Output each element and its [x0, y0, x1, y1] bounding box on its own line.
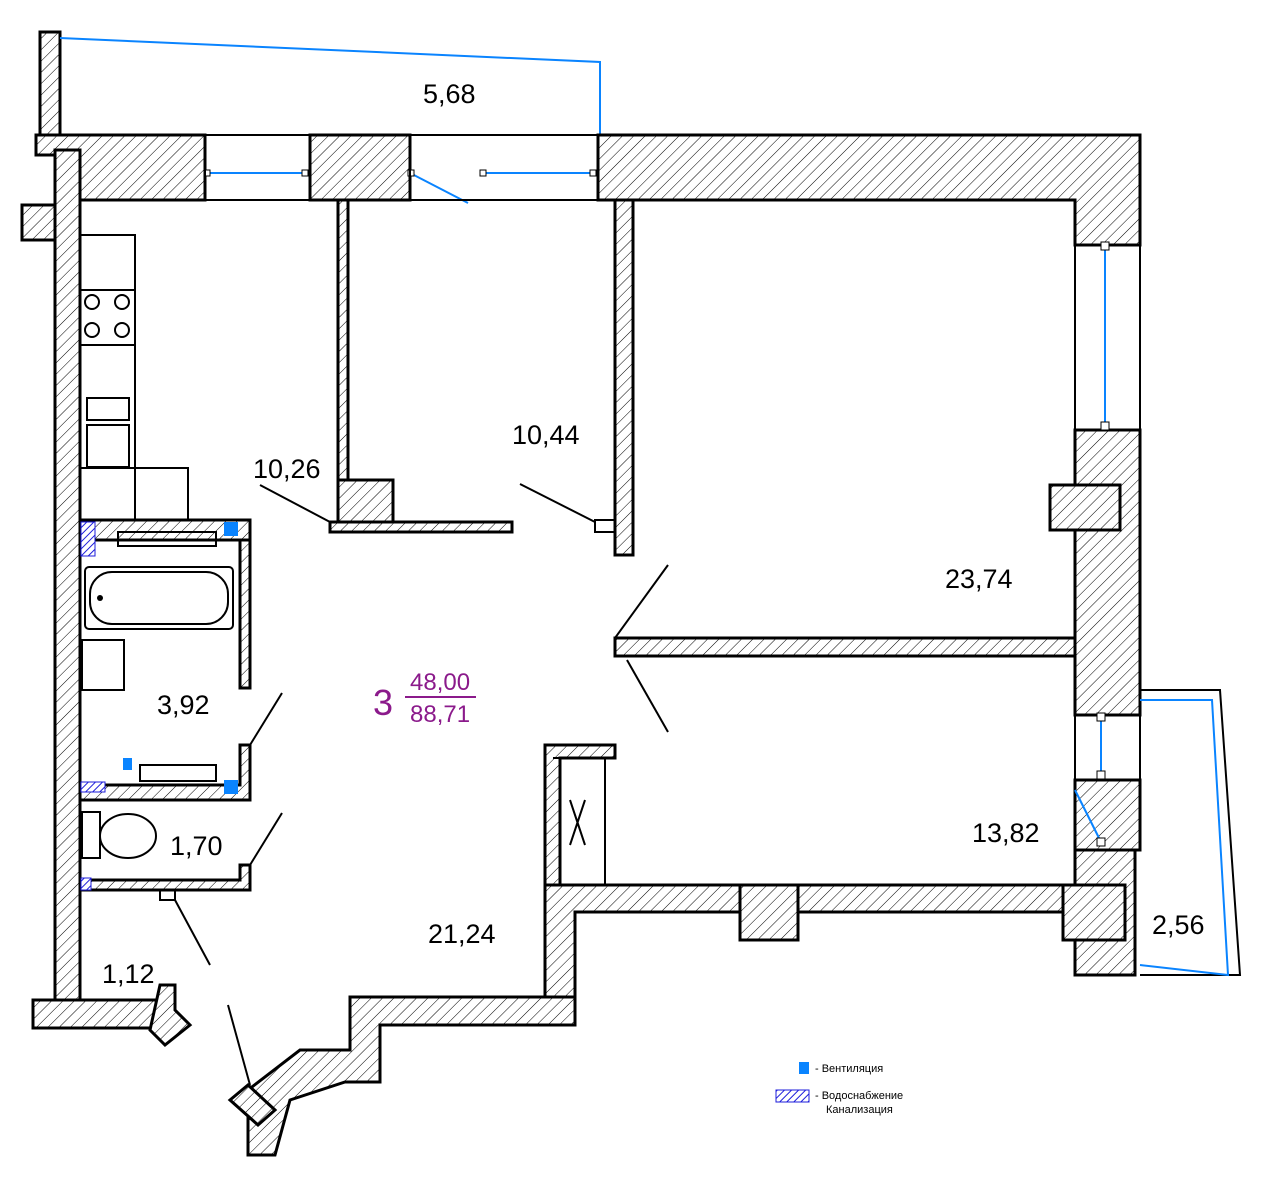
kitchen-units — [79, 234, 189, 521]
water-riser-icon — [80, 781, 106, 793]
apartment-summary: 3 48,00 88,71 — [373, 669, 476, 728]
water-riser-icon — [80, 877, 92, 891]
room-big-area: 23,74 — [945, 564, 1013, 594]
water-legend-icon — [775, 1089, 810, 1103]
balcony-top — [38, 30, 601, 137]
ventilation-legend-icon — [799, 1062, 809, 1074]
doors — [174, 483, 669, 1086]
vent-icon — [224, 522, 238, 536]
bathroom-area: 3,92 — [157, 690, 210, 720]
apartment-total-area: 88,71 — [410, 701, 470, 728]
balcony-right — [1139, 689, 1242, 977]
closet-area: 1,12 — [102, 959, 155, 989]
apartment-rooms-count: 3 — [373, 682, 393, 723]
room-middle-area: 10,44 — [512, 420, 580, 450]
room-left-area: 10,26 — [253, 454, 321, 484]
legend-water-supply: - Водоснабжение — [815, 1090, 903, 1102]
vent-icon — [123, 758, 132, 770]
room-labels: 5,68 10,26 10,44 23,74 3,92 13,82 1,70 2… — [102, 79, 1205, 989]
windows-right — [1074, 241, 1141, 847]
vent-icon — [224, 780, 238, 794]
water-riser-icon — [80, 521, 96, 557]
bathroom-fixtures — [81, 531, 234, 859]
balcony-top-area: 5,68 — [423, 79, 476, 109]
apartment-living-area: 48,00 — [410, 669, 470, 696]
room-small-area: 13,82 — [972, 818, 1040, 848]
water-risers — [80, 521, 106, 891]
outer-walls — [20, 133, 1142, 1157]
toilet-area: 1,70 — [170, 831, 223, 861]
windows-top — [203, 134, 599, 204]
interior-walls — [78, 198, 1077, 901]
balcony-right-area: 2,56 — [1152, 910, 1205, 940]
legend: - Вентиляция - Водоснабжение Канализация — [775, 1062, 903, 1116]
ventilation-shafts — [123, 522, 238, 794]
hall-area: 21,24 — [428, 919, 496, 949]
legend-sewerage: Канализация — [826, 1104, 893, 1116]
legend-ventilation: - Вентиляция — [815, 1063, 883, 1075]
